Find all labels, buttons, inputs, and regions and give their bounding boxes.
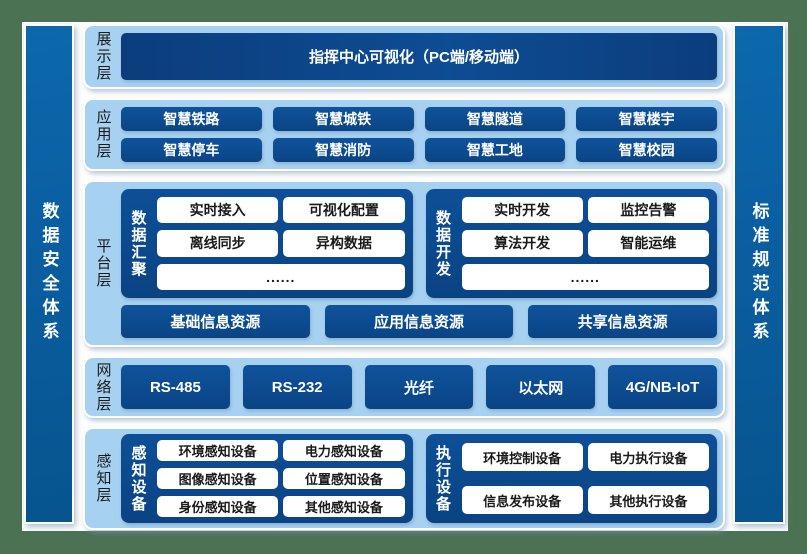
group-data-aggregation-label: 数据汇聚 — [129, 209, 147, 278]
pillar-standard-specification: 标准规范体系 — [733, 24, 785, 524]
platform-groups: 数据汇聚 实时接入 可视化配置 离线同步 异构数据 — [121, 189, 717, 298]
application-row: 智慧铁路 智慧城铁 智慧隧道 智慧楼宇 — [121, 107, 717, 131]
device-box: 环境控制设备 — [461, 443, 583, 471]
network-box: 以太网 — [486, 365, 596, 409]
group-grid: 环境感知设备 电力感知设备 图像感知设备 位置感知设备 身份感知设备 其他感知设… — [157, 440, 405, 517]
device-box: 图像感知设备 — [157, 468, 279, 489]
device-box: 其他感知设备 — [283, 496, 405, 517]
feature-box: 监控告警 — [587, 197, 709, 224]
layer-display-content: 指挥中心可视化（PC端/移动端） — [121, 26, 723, 87]
layer-network: 网络层 RS-485 RS-232 光纤 以太网 4G/NB-IoT — [83, 356, 725, 418]
feature-box: 可视化配置 — [283, 197, 405, 224]
more-ellipsis-box: ...... — [461, 263, 709, 290]
layer-perception-content: 感知设备 环境感知设备 电力感知设备 图像感知设备 位置感知设备 — [121, 429, 723, 528]
group-data-aggregation: 数据汇聚 实时接入 可视化配置 离线同步 异构数据 — [121, 189, 413, 298]
more-ellipsis-box: ...... — [157, 263, 405, 290]
app-box: 智慧停车 — [121, 138, 262, 162]
layer-network-label: 网络层 — [94, 361, 112, 413]
layer-application-label: 应用层 — [94, 109, 112, 160]
resource-box: 共享信息资源 — [528, 305, 718, 338]
hero-command-center-box: 指挥中心可视化（PC端/移动端） — [121, 33, 717, 80]
layer-stack: 展示层 指挥中心可视化（PC端/移动端） 应用层 智慧铁路 智慧城铁 智慧隧道 … — [83, 24, 725, 530]
layer-perception: 感知层 感知设备 环境感知设备 电力感知设备 — [83, 427, 725, 530]
layer-application: 应用层 智慧铁路 智慧城铁 智慧隧道 智慧楼宇 智慧停车 智慧消防 智慧工地 智… — [83, 98, 725, 171]
feature-box: 实时接入 — [157, 197, 279, 224]
device-box: 身份感知设备 — [157, 496, 279, 517]
feature-box: 算法开发 — [461, 230, 583, 257]
perception-groups: 感知设备 环境感知设备 电力感知设备 图像感知设备 位置感知设备 — [121, 434, 717, 523]
app-box: 智慧校园 — [576, 138, 717, 162]
layer-network-content: RS-485 RS-232 光纤 以太网 4G/NB-IoT — [121, 358, 723, 416]
group-execution-devices-label: 执行设备 — [434, 444, 451, 513]
resource-box: 基础信息资源 — [121, 305, 310, 338]
device-box: 信息发布设备 — [461, 486, 583, 514]
layer-display: 展示层 指挥中心可视化（PC端/移动端） — [83, 24, 725, 89]
app-box: 智慧铁路 — [121, 107, 262, 131]
device-box: 电力感知设备 — [283, 440, 405, 461]
layer-platform: 平台层 数据汇聚 实时接入 可视化配置 — [83, 180, 725, 347]
feature-box: 异构数据 — [283, 230, 405, 257]
group-grid: 实时开发 监控告警 算法开发 智能运维 ...... — [461, 197, 709, 290]
layer-platform-label: 平台层 — [94, 238, 112, 289]
network-box: RS-485 — [121, 365, 230, 409]
group-grid: 环境控制设备 电力执行设备 信息发布设备 其他执行设备 — [461, 440, 709, 517]
device-box: 位置感知设备 — [283, 468, 405, 489]
pillar-standard-specification-label: 标准规范体系 — [749, 202, 769, 346]
app-box: 智慧工地 — [424, 138, 566, 162]
device-box: 电力执行设备 — [587, 443, 709, 471]
group-grid: 实时接入 可视化配置 离线同步 异构数据 ...... — [157, 197, 405, 290]
network-box: 4G/NB-IoT — [608, 365, 717, 409]
feature-box: 实时开发 — [461, 197, 583, 224]
feature-box: 智能运维 — [587, 230, 709, 257]
group-sensing-devices-label: 感知设备 — [129, 444, 147, 513]
group-sensing-devices: 感知设备 环境感知设备 电力感知设备 图像感知设备 位置感知设备 — [121, 434, 413, 523]
layer-perception-label: 感知层 — [94, 453, 112, 504]
layer-application-content: 智慧铁路 智慧城铁 智慧隧道 智慧楼宇 智慧停车 智慧消防 智慧工地 智慧校园 — [121, 100, 723, 169]
diagram-canvas: 数据安全体系 展示层 指挥中心可视化（PC端/移动端） 应用层 智慧铁路 智慧城… — [22, 22, 788, 531]
app-box: 智慧楼宇 — [576, 107, 717, 131]
resource-box: 应用信息资源 — [324, 305, 514, 338]
layer-platform-content: 数据汇聚 实时接入 可视化配置 离线同步 异构数据 — [121, 182, 723, 345]
group-data-development: 数据开发 实时开发 监控告警 算法开发 智能运维 — [425, 189, 717, 298]
layer-display-label: 展示层 — [94, 31, 112, 82]
network-box: RS-232 — [242, 365, 352, 409]
pillar-data-security: 数据安全体系 — [24, 24, 74, 524]
network-row: RS-485 RS-232 光纤 以太网 4G/NB-IoT — [121, 365, 717, 409]
pillar-data-security-label: 数据安全体系 — [39, 202, 59, 346]
device-box: 环境感知设备 — [157, 440, 279, 461]
application-row: 智慧停车 智慧消防 智慧工地 智慧校园 — [121, 138, 717, 162]
app-box: 智慧隧道 — [424, 107, 566, 131]
network-box: 光纤 — [364, 365, 474, 409]
app-box: 智慧消防 — [272, 138, 414, 162]
feature-box: 离线同步 — [157, 230, 279, 257]
group-data-development-label: 数据开发 — [434, 209, 451, 278]
app-box: 智慧城铁 — [272, 107, 414, 131]
platform-resources: 基础信息资源 应用信息资源 共享信息资源 — [121, 305, 718, 338]
device-box: 其他执行设备 — [587, 486, 709, 514]
group-execution-devices: 执行设备 环境控制设备 电力执行设备 信息发布设备 其他执行设备 — [425, 434, 717, 523]
